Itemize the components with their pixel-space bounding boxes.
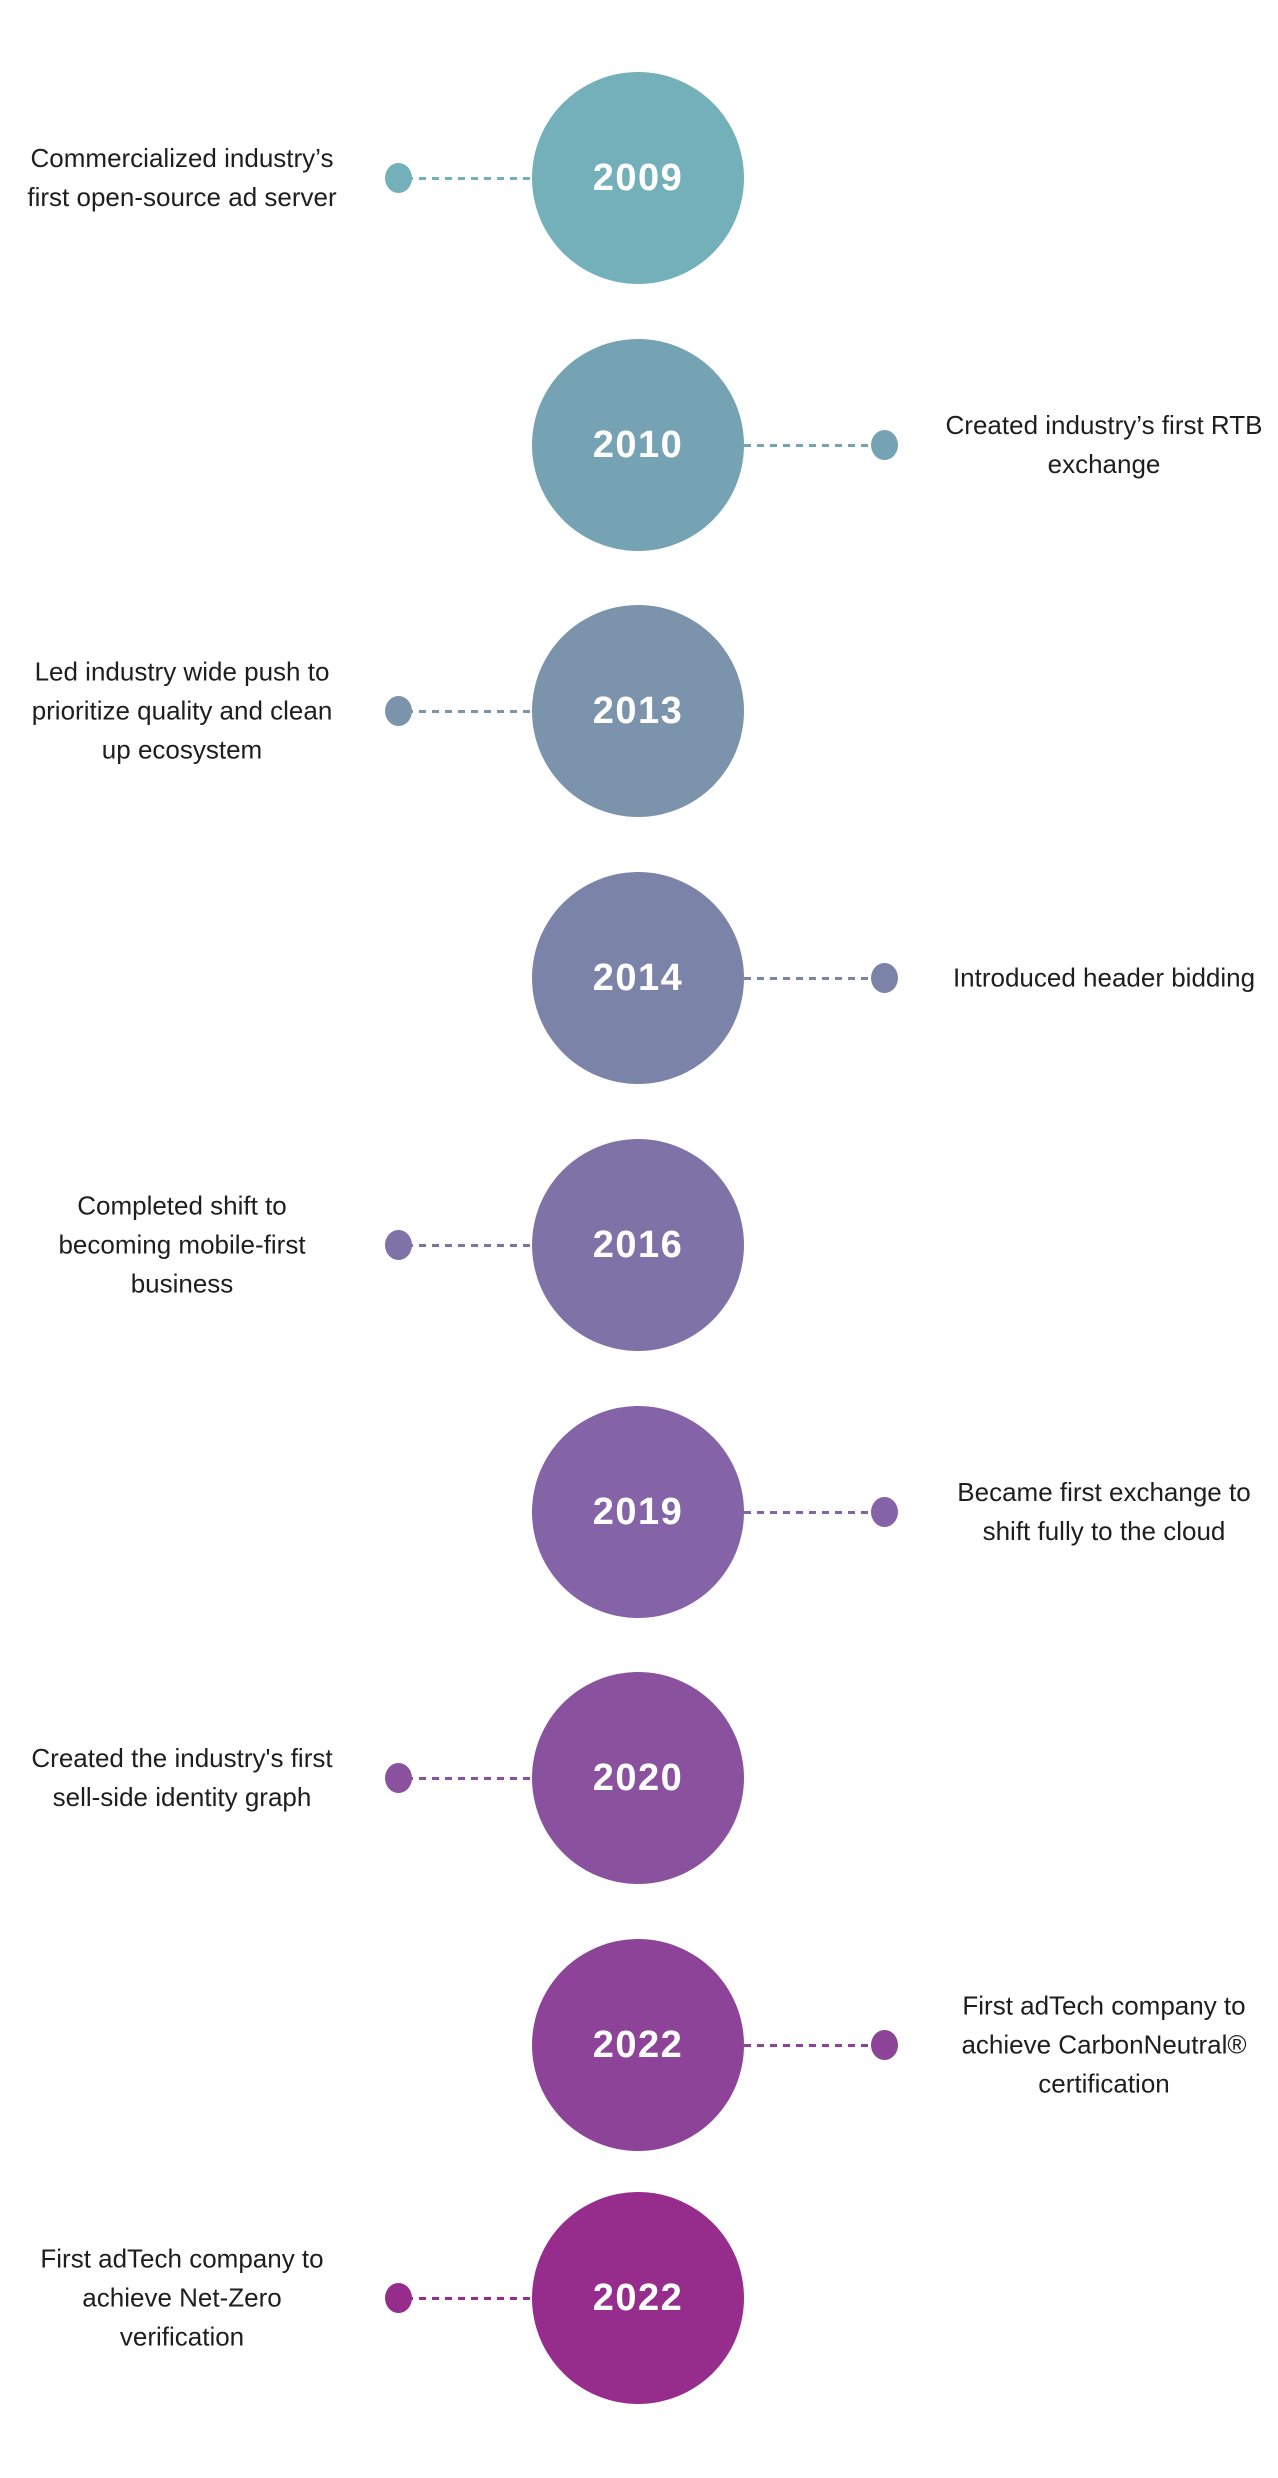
connector-line	[406, 177, 534, 180]
event-label: First adTech company to achieve Net-Zero v…	[2, 2240, 362, 2357]
event-label-line: up ecosystem	[101, 734, 263, 765]
event-label-line: achieve CarbonNeutral®	[961, 2029, 1247, 2060]
event-label-line: Became first exchange to	[957, 1477, 1251, 1507]
event-label-line: prioritize quality and clean	[31, 695, 333, 726]
event-label-line: certification	[1038, 2068, 1170, 2099]
event-label: Led industry wide push to prioritize qual…	[2, 653, 362, 770]
event-label-line: First adTech company to	[962, 1990, 1246, 2021]
event-label-line: First adTech company to	[40, 2243, 324, 2274]
event-label-line: Completed shift to	[77, 1190, 287, 1221]
event-label-line: Commercialized industry’s	[30, 143, 334, 173]
event-label: Created the industry's first sell-side id…	[2, 1739, 362, 1817]
event-label: Became first exchange to shift fully to t…	[930, 1473, 1278, 1551]
connector-line	[744, 977, 876, 980]
year-label: 2016	[592, 1223, 684, 1266]
connector-dot	[870, 963, 898, 993]
connector-line	[744, 2044, 876, 2047]
year-circle: 2016	[532, 1139, 744, 1351]
year-circle: 2020	[532, 1672, 744, 1884]
year-circle: 2019	[532, 1406, 744, 1618]
event-label: First adTech company to achieve CarbonNeu…	[930, 1987, 1278, 2104]
event-label: Created industry’s first RTB exchange	[930, 406, 1278, 484]
year-label: 2013	[592, 689, 684, 732]
year-label: 2022	[592, 2276, 684, 2319]
year-circle: 2009	[532, 72, 744, 284]
connector-line	[406, 1244, 534, 1247]
year-label: 2009	[592, 156, 684, 199]
year-circle: 2013	[532, 605, 744, 817]
event-label-line: business	[130, 1268, 234, 1299]
connector-dot	[384, 163, 412, 193]
event-label: Commercialized industry’s first open-sour…	[2, 139, 362, 217]
event-label: Completed shift to becoming mobile-first b…	[2, 1187, 362, 1304]
event-label-line: shift fully to the cloud	[982, 1516, 1226, 1546]
event-label-line: Created industry’s first RTB	[945, 410, 1263, 440]
connector-dot	[870, 2030, 898, 2060]
event-label-line: verification	[119, 2321, 245, 2352]
year-circle: 2014	[532, 872, 744, 1084]
event-label-line: achieve Net-Zero	[82, 2282, 282, 2313]
event-label-line: Created the industry's first	[31, 1743, 333, 1773]
year-label: 2020	[592, 1756, 684, 1799]
connector-line	[744, 1511, 876, 1514]
connector-dot	[870, 430, 898, 460]
year-label: 2022	[592, 2023, 684, 2066]
connector-dot	[384, 1763, 412, 1793]
connector-line	[406, 1777, 534, 1780]
event-label-line: exchange	[1047, 449, 1161, 479]
event-label-line: sell-side identity graph	[52, 1782, 312, 1812]
year-label: 2014	[592, 956, 684, 999]
year-label: 2019	[592, 1490, 684, 1533]
connector-dot	[870, 1497, 898, 1527]
connector-dot	[384, 2283, 412, 2313]
year-label: 2010	[592, 423, 684, 466]
year-circle: 2022	[532, 1939, 744, 2151]
connector-dot	[384, 1230, 412, 1260]
connector-line	[406, 710, 534, 713]
connector-dot	[384, 696, 412, 726]
event-label-line: first open-source ad server	[27, 182, 337, 212]
event-label-line: becoming mobile-first	[58, 1229, 306, 1260]
connector-line	[744, 444, 876, 447]
event-label-line: Led industry wide push to	[34, 656, 330, 687]
event-label-line: Introduced header bidding	[952, 962, 1256, 993]
year-circle: 2022	[532, 2192, 744, 2404]
connector-line	[406, 2297, 534, 2300]
event-label: Introduced header bidding	[930, 959, 1278, 998]
year-circle: 2010	[532, 339, 744, 551]
